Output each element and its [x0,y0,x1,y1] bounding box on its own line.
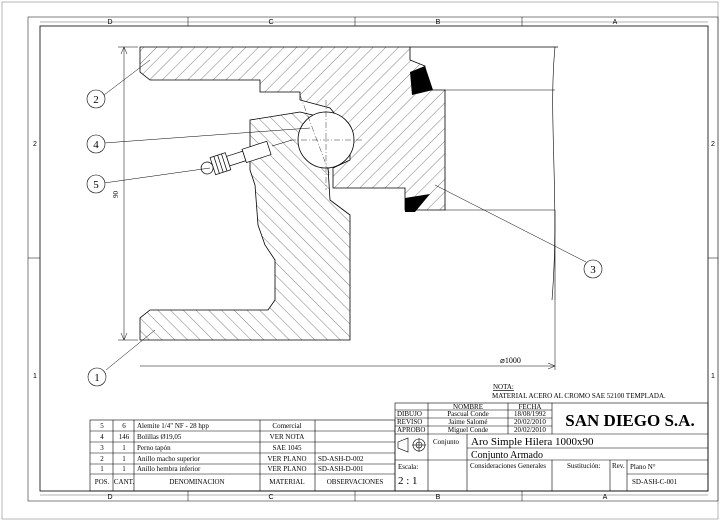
conjunto-label: Conjunto [433,438,460,446]
parts-material-4: VER NOTA [270,433,305,441]
parts-list [89,419,396,492]
parts-name-4: Bolillas Ø19,05 [137,433,182,441]
parts-obs-2: SD-ASH-D-002 [318,455,364,463]
parts-material-3: SAE 1045 [273,444,302,452]
parts-pos-5: 5 [100,422,104,430]
parts-obs-1: SD-ASH-D-001 [318,465,364,473]
zone-right-2: 2 [711,141,715,148]
plano-number: SD-ASH-C-001 [632,478,678,486]
balloon-1 [87,367,107,387]
scale-label: Escala: [398,463,418,471]
balloon-5 [86,174,106,194]
substitution-label: Sustitución: [567,462,601,470]
parts-cant-5: 6 [122,422,126,430]
parts-material-1: VER PLANO [267,465,306,473]
zone-top-b: B [436,19,441,26]
parts-pos-3: 3 [100,444,104,452]
balloon-3 [583,259,603,279]
rev-name-3: Miguel Conde [448,426,488,434]
zone-left-2: 2 [33,141,37,148]
rev-date-1: 18/08/1992 [514,410,546,418]
parts-name-3: Perno tapón [137,444,171,452]
seal-upper [410,66,433,95]
parts-header-obs: OBSERVACIONES [327,478,384,486]
lower-ring-section [139,111,351,341]
zone-top-a: A [613,19,618,26]
balloon-4 [86,134,106,154]
title-block [394,402,709,492]
rev-role-3: APROBO [397,426,425,434]
projection-symbol-icon [397,437,426,453]
conjunto-subtitle: Conjunto Armado [471,450,543,461]
parts-header-name: DENOMINACION [169,478,224,486]
plano-label: Plano N° [630,463,656,471]
rev-role-2: REVISO [397,418,422,426]
dimension-height: 90 [112,191,120,199]
company-name: SAN DIEGO S.A. [565,411,694,430]
parts-name-5: Alemite 1/4" NF - 28 hpp [137,422,209,430]
conjunto-title: Aro Simple Hilera 1000x90 [471,436,594,448]
seal-lower [405,194,430,212]
rev-label: Rev. [612,462,625,470]
rev-name-2: Jaime Salomé [448,418,487,426]
balloon-label-1: 1 [94,372,100,384]
balloon-label-5: 5 [93,179,99,191]
zone-right-1: 1 [711,373,715,380]
balloon-label-4: 4 [93,139,99,151]
note-text: MATERIAL ACERO AL CROMO SAE 52100 TEMPLA… [492,392,666,400]
parts-header-pos: POS. [95,478,110,486]
parts-pos-4: 4 [100,433,104,441]
parts-name-2: Anillo macho superior [137,455,201,463]
zone-bottom-b: B [436,494,441,501]
dimension-diameter: ⌀1000 [500,356,521,365]
parts-name-1: Anillo hembra inferior [137,465,201,473]
rev-role-1: DIBUJO [397,410,422,418]
zone-bottom-c: C [268,494,273,501]
parts-header-cant: CANT. [114,478,135,486]
rev-date-2: 20/02/2010 [514,418,546,426]
rev-header-date: FECHA [519,403,542,411]
balloon-2 [86,89,106,109]
parts-cant-3: 1 [122,444,126,452]
scale-value: 2 : 1 [398,475,418,487]
considerations-label: Consideraciones Generales [470,462,546,470]
parts-material-5: Comercial [272,422,301,430]
note-title: NOTA: [493,383,514,391]
balloon-label-3: 3 [590,264,596,276]
zone-bottom-d: D [107,494,112,501]
zone-top-c: C [268,19,273,26]
rev-name-1: Pascual Conde [447,410,488,418]
balloon-label-2: 2 [93,94,99,106]
zone-top-d: D [107,19,112,26]
zone-left-1: 1 [33,373,37,380]
rev-date-3: 20/02/2010 [514,426,546,434]
parts-cant-1: 1 [122,465,126,473]
parts-pos-2: 2 [100,455,104,463]
parts-material-2: VER PLANO [267,455,306,463]
grease-fitting [200,140,272,176]
parts-cant-4: 146 [119,433,130,441]
parts-pos-1: 1 [100,465,104,473]
zone-bottom-a: A [603,494,608,501]
parts-cant-2: 1 [122,455,126,463]
rev-header-name: NOMBRE [453,403,483,411]
parts-header-material: MATERIAL [269,478,304,486]
